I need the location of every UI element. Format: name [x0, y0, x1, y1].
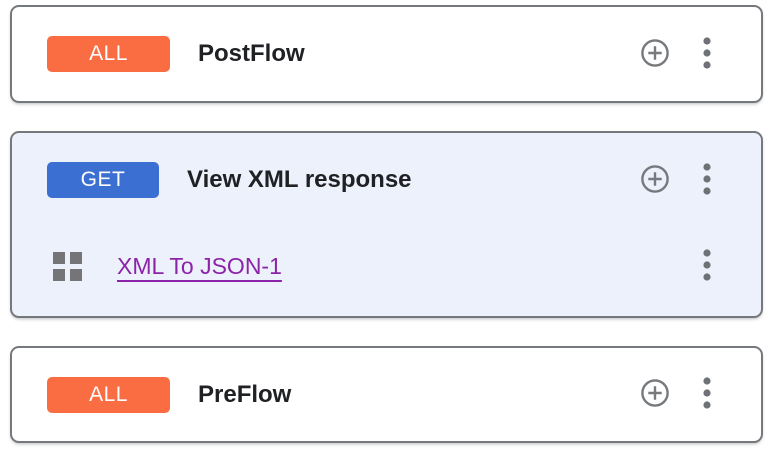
- policy-grid-icon: [53, 252, 82, 281]
- policy-link[interactable]: XML To JSON-1: [117, 253, 282, 279]
- kebab-menu-icon: [702, 36, 712, 73]
- flow-header: ALL PreFlow: [12, 348, 761, 441]
- add-step-button[interactable]: [640, 378, 670, 411]
- flow-menu-button[interactable]: [702, 376, 712, 413]
- add-step-button[interactable]: [640, 164, 670, 197]
- policy-step-row[interactable]: XML To JSON-1: [12, 227, 761, 312]
- kebab-menu-icon: [702, 248, 712, 285]
- method-badge: GET: [47, 162, 159, 198]
- flow-card-postflow[interactable]: ALL PostFlow: [10, 5, 763, 103]
- plus-circle-icon: [640, 164, 670, 197]
- flow-actions: [640, 376, 712, 413]
- flow-title: PreFlow: [198, 380, 292, 408]
- plus-circle-icon: [640, 378, 670, 411]
- flow-menu-button[interactable]: [702, 162, 712, 199]
- plus-circle-icon: [640, 38, 670, 71]
- flow-title: PostFlow: [198, 40, 305, 67]
- flow-menu-button[interactable]: [702, 36, 712, 73]
- method-badge: ALL: [47, 376, 170, 413]
- policy-menu-button[interactable]: [702, 248, 712, 285]
- kebab-menu-icon: [702, 162, 712, 199]
- add-step-button[interactable]: [640, 38, 670, 71]
- method-badge: ALL: [47, 36, 170, 72]
- flow-header: ALL PostFlow: [12, 7, 761, 101]
- flow-title: View XML response: [187, 166, 412, 193]
- kebab-menu-icon: [702, 376, 712, 413]
- flow-actions: [640, 36, 712, 73]
- flow-header: GET View XML response: [12, 133, 761, 227]
- flow-actions: [640, 162, 712, 199]
- flow-card-preflow[interactable]: ALL PreFlow: [10, 346, 763, 443]
- flow-card-view-xml-response[interactable]: GET View XML response: [10, 131, 763, 318]
